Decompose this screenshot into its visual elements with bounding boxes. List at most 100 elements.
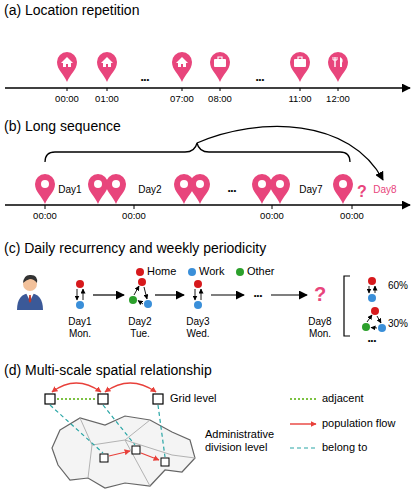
- time-label: 08:00: [208, 94, 232, 105]
- percent-label: 30%: [388, 318, 408, 330]
- work-icon: [294, 59, 306, 67]
- transition-arrow: [144, 287, 147, 299]
- home-door: [106, 64, 108, 67]
- transition-arrow: [83, 289, 84, 300]
- legend-flow-sample: [290, 423, 316, 424]
- location-pin: [190, 174, 210, 204]
- legend-text: Work: [199, 265, 224, 278]
- transition-arrow: [377, 316, 381, 323]
- ellipsis: •••: [368, 336, 376, 345]
- day-label: Day1 Mon.: [63, 316, 97, 339]
- timeline: [5, 204, 410, 205]
- timeline: [5, 87, 410, 88]
- place-dot: [76, 280, 84, 288]
- home-door: [181, 64, 183, 67]
- district-flow: [109, 451, 130, 456]
- person-tie: [29, 295, 32, 303]
- day-label: Day8: [373, 184, 396, 196]
- work-handle: [218, 57, 222, 59]
- legend-swatch: [236, 268, 244, 276]
- pin-hole: [339, 180, 347, 188]
- pin-hole: [180, 180, 188, 188]
- district-cell: [132, 446, 140, 454]
- section-title: (c) Daily recurrency and weekly periodic…: [4, 240, 266, 256]
- time-label: 00:00: [340, 211, 364, 222]
- place-dot: [368, 277, 376, 285]
- time-label: 00:00: [55, 94, 79, 105]
- fork-icon: [333, 57, 337, 60]
- pin-hole: [258, 180, 266, 188]
- district-border: [125, 420, 150, 440]
- day-label: Day3 Wed.: [181, 316, 215, 339]
- pin-hole: [94, 180, 102, 188]
- legend-text: belong to: [322, 441, 367, 454]
- location-pin: [290, 52, 310, 82]
- place-dot: [76, 301, 84, 309]
- day-label: Day2: [138, 184, 161, 196]
- pin-hole: [112, 180, 120, 188]
- location-pin: [172, 52, 192, 82]
- location-pin: [97, 52, 117, 82]
- time-label: 00:00: [122, 211, 146, 222]
- legend-text: adjacent: [322, 392, 364, 405]
- person-body: [17, 293, 43, 310]
- home-icon: [103, 62, 111, 67]
- level-label: Administrative division level: [205, 428, 291, 453]
- place-dot: [368, 294, 376, 302]
- ellipsis: •••: [141, 75, 149, 84]
- place-dot: [194, 280, 202, 288]
- belong-line: [158, 405, 165, 457]
- flow-arc: [52, 383, 101, 392]
- location-pin: [106, 174, 126, 204]
- tick: [107, 88, 108, 91]
- location-pin: [333, 174, 353, 204]
- place-dot: [362, 323, 370, 331]
- ellipsis: •••: [254, 291, 262, 300]
- work-icon: [214, 59, 226, 67]
- legend-swatch: [136, 268, 144, 276]
- percent-label: 60%: [388, 280, 408, 292]
- transition-arrow: [375, 286, 376, 293]
- legend-swatch: [188, 268, 196, 276]
- tick: [67, 88, 68, 91]
- time-label: 00:00: [260, 211, 284, 222]
- ellipsis: •••: [228, 186, 236, 195]
- district-cell: [161, 458, 169, 466]
- question-mark: ?: [357, 183, 367, 201]
- district-border: [80, 418, 92, 478]
- place-dot: [378, 324, 386, 332]
- location-pin: [252, 174, 272, 204]
- transition-arrow: [369, 286, 370, 293]
- home-icon: [63, 62, 71, 67]
- grid-cell: [98, 394, 108, 404]
- location-pin: [270, 174, 290, 204]
- day-arrow: [93, 294, 124, 295]
- work-handle: [298, 57, 302, 59]
- time-label: 00:00: [33, 211, 57, 222]
- legend-text: Other: [247, 265, 275, 278]
- district-flow: [141, 453, 159, 460]
- time-label: 01:00: [95, 94, 119, 105]
- place-dot: [138, 278, 146, 286]
- knife-icon: [340, 57, 343, 67]
- legend-belong-sample: [290, 447, 316, 448]
- belong-line: [103, 405, 135, 445]
- time-label: 07:00: [170, 94, 194, 105]
- adjacent-line: [57, 398, 96, 400]
- place-dot: [129, 296, 137, 304]
- pin-hole: [196, 180, 204, 188]
- legend-text: population flow: [322, 417, 395, 430]
- district-cell: [100, 454, 108, 462]
- pin-hole: [276, 180, 284, 188]
- district-border: [92, 440, 150, 486]
- grid-cell: [45, 394, 55, 404]
- day-label: Day7: [299, 184, 322, 196]
- question-mark: ?: [314, 283, 326, 306]
- pin-hole: [41, 180, 49, 188]
- transition-arrow: [371, 327, 377, 329]
- day-arrow: [155, 294, 184, 295]
- transition-arrow: [201, 289, 202, 300]
- place-dot: [144, 300, 152, 308]
- home-door: [66, 64, 68, 67]
